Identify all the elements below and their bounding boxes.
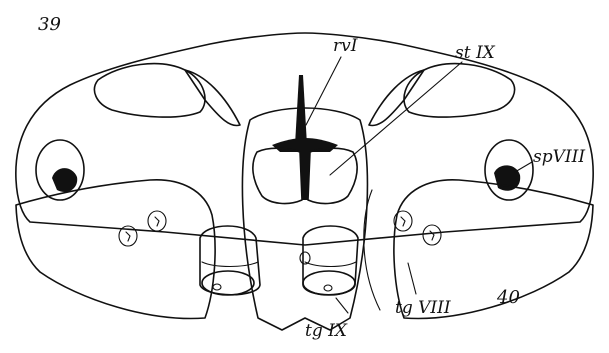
- ridge-left: [185, 70, 240, 126]
- label-tgIX: tg IX: [305, 321, 348, 341]
- figure-number-39: 39: [38, 14, 61, 35]
- median-rod: [295, 75, 307, 145]
- label-rvI: rvI: [333, 36, 358, 56]
- lower-left-plate: [16, 180, 215, 319]
- figure-number-40: 40: [496, 287, 520, 308]
- leader-tgVIII: [408, 263, 416, 294]
- rod-flare: [272, 138, 338, 152]
- leader-spVIII: [515, 162, 532, 172]
- st-ix-right: [308, 148, 357, 203]
- leader-stIX: [330, 62, 462, 175]
- label-spVIII: spVIII: [533, 147, 585, 167]
- tg-ix-right: [303, 226, 358, 295]
- spiracle-right: [485, 140, 533, 200]
- leader-tgIX: [336, 298, 348, 313]
- label-tgVIII: tg VIII: [395, 298, 451, 318]
- ridge-right: [369, 70, 424, 126]
- pits-right: [394, 211, 441, 245]
- st-ix-left: [253, 148, 302, 203]
- label-stIX: st IX: [455, 43, 496, 63]
- leader-rvI: [306, 57, 341, 125]
